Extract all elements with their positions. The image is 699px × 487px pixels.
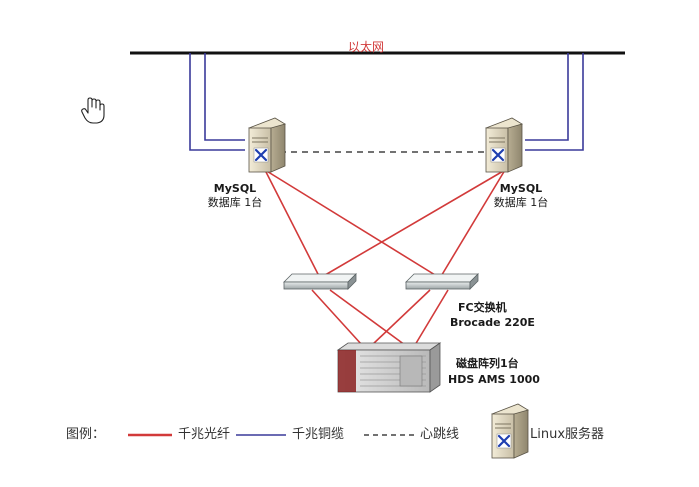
- legend-fiber-label: 千兆光纤: [178, 427, 231, 442]
- server-left-name: MySQL: [213, 182, 257, 195]
- legend-title: 图例：: [66, 427, 106, 442]
- fc-switch-label-line1: FC交换机: [458, 301, 507, 314]
- server-right-name: MySQL: [499, 182, 543, 195]
- server-right-icon: [485, 117, 523, 173]
- copper-links-right: [525, 53, 584, 151]
- ethernet-label: 以太网: [348, 40, 385, 54]
- fc-switch-left-icon: [283, 273, 357, 290]
- fiber-links: [264, 169, 506, 346]
- server-right-role: 数据库 1台: [493, 196, 549, 209]
- storage-label-line1: 磁盘阵列1台: [456, 357, 519, 370]
- copper-links-left: [189, 53, 245, 151]
- server-left-icon: [248, 117, 286, 173]
- disk-array-icon: [336, 342, 442, 393]
- legend-heartbeat-label: 心跳线: [420, 427, 460, 442]
- legend-linux-server-icon: [491, 403, 529, 459]
- legend-linux-server-label: Linux服务器: [530, 427, 605, 442]
- hand-cursor-icon: [81, 97, 105, 124]
- server-left-role: 数据库 1台: [207, 196, 263, 209]
- fc-switch-label-line2: Brocade 220E: [450, 316, 535, 329]
- storage-label-line2: HDS AMS 1000: [448, 373, 540, 386]
- fc-switch-right-icon: [405, 273, 479, 290]
- legend-copper-label: 千兆铜缆: [292, 427, 345, 442]
